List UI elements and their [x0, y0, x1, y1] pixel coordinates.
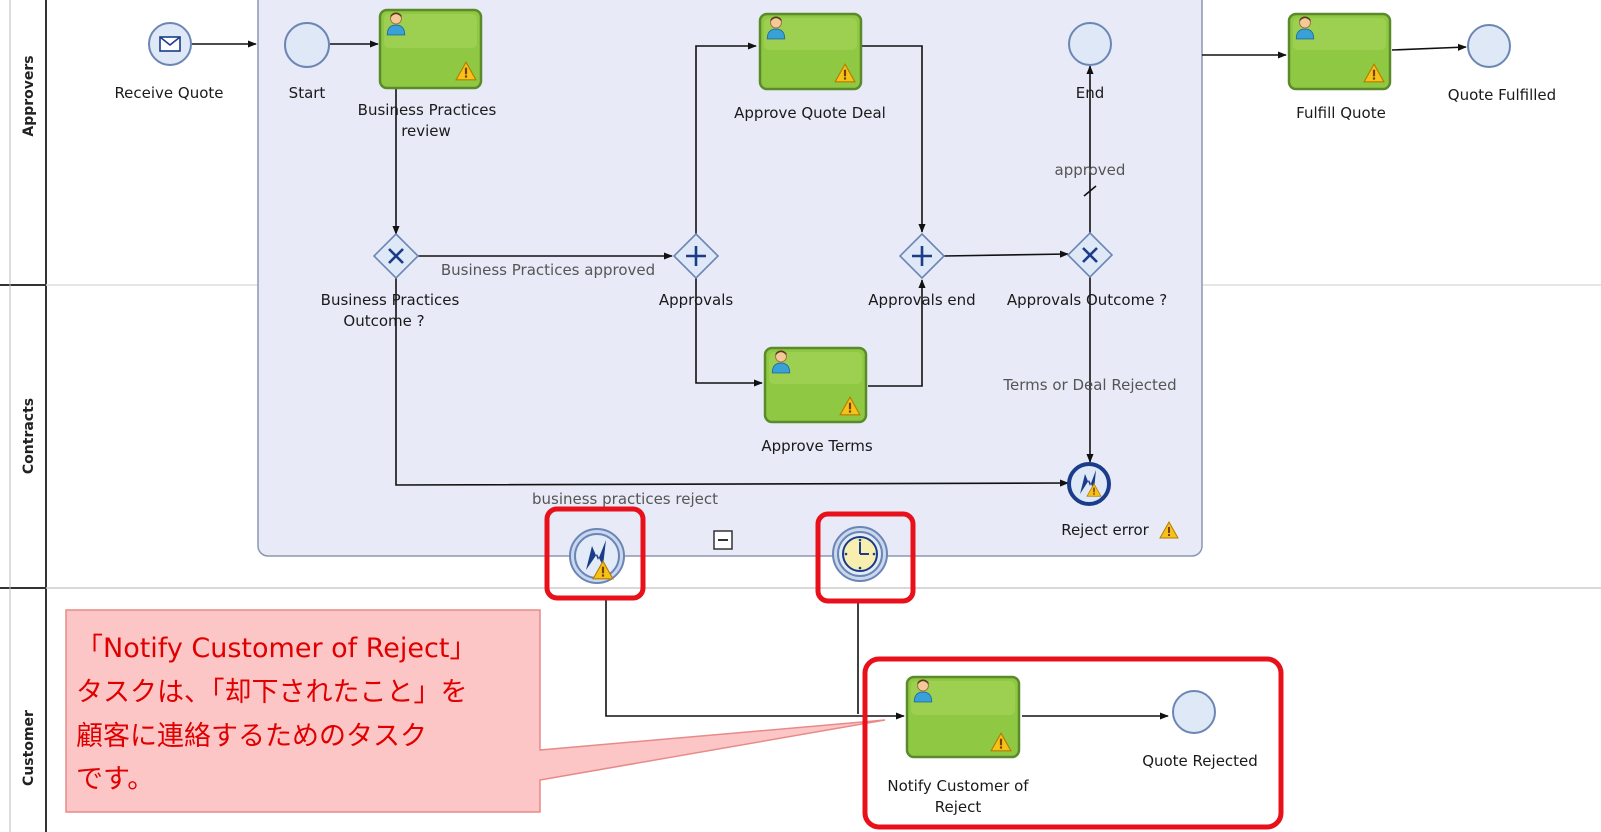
bp-review-label-line2: review [401, 122, 451, 140]
task-business-practices-review[interactable] [378, 8, 483, 90]
reject-error-event[interactable] [1067, 462, 1111, 506]
quote-rejected-label: Quote Rejected [1142, 752, 1258, 770]
timer-icon [842, 536, 878, 572]
approval-subprocess[interactable] [257, 0, 1203, 557]
approve-terms-label: Approve Terms [761, 437, 873, 455]
bp-outcome-gateway[interactable] [372, 232, 420, 280]
quote-fulfilled-label: Quote Fulfilled [1448, 86, 1556, 104]
boundary-error-event[interactable] [569, 528, 625, 584]
end-label: End [1076, 84, 1105, 102]
task-approve-terms[interactable] [763, 346, 868, 424]
quote-fulfilled-event[interactable] [1467, 24, 1511, 68]
approvals-end-label: Approvals end [868, 291, 975, 309]
flow-quote-deal-to-join [862, 45, 926, 233]
boundary-timer-event[interactable] [832, 526, 888, 582]
bp-outcome-label-line1: Business Practices [321, 291, 460, 309]
approvals-outcome-gateway[interactable] [1066, 231, 1114, 279]
highlight-box-timer-event [815, 511, 916, 604]
notify-customer-label-line1: Notify Customer of [887, 777, 1029, 795]
flow-label-terms-or-deal-rejected: Terms or Deal Rejected [1002, 376, 1176, 394]
highlight-box-error-event [544, 506, 646, 601]
bp-review-label-line1: Business Practices [358, 101, 497, 119]
reject-error-label: Reject error [1061, 521, 1149, 539]
flow-join-to-outcome [943, 250, 1069, 258]
highlight-box-notify-task [862, 656, 1284, 830]
collapse-icon[interactable] [713, 530, 733, 550]
end-event[interactable] [1068, 22, 1112, 66]
task-notify-customer-of-reject[interactable] [905, 675, 1021, 759]
flow-label-approved: approved [1055, 161, 1126, 179]
callout-line1: 「Notify Customer of Reject」 [76, 633, 476, 664]
bp-outcome-label-line2: Outcome ? [343, 312, 424, 330]
callout-annotation: 「Notify Customer of Reject」 タスクは、「却下されたこ… [65, 609, 886, 813]
approvals-end-gateway[interactable] [898, 232, 946, 280]
callout-line2: タスクは、「却下されたこと」を [76, 677, 468, 708]
quote-rejected-event[interactable] [1172, 690, 1216, 734]
error-event-icon [586, 540, 606, 570]
approve-quote-deal-label: Approve Quote Deal [734, 104, 886, 122]
callout-line4: です。 [76, 764, 154, 795]
flow-error-to-notify [605, 600, 905, 720]
receive-quote-event[interactable] [148, 22, 192, 66]
lane-label-contracts: Contracts [21, 398, 37, 474]
lane-label-customer: Customer [21, 710, 37, 786]
notify-customer-label-line2: Reject [935, 798, 982, 816]
flow-approvals-to-terms [695, 278, 763, 387]
sequence-flows [192, 40, 1467, 720]
error-event-icon [1080, 470, 1096, 494]
start-event[interactable] [284, 22, 330, 68]
fulfill-quote-label: Fulfill Quote [1296, 104, 1386, 122]
lane-label-approvers: Approvers [21, 55, 37, 136]
callout-line3: 顧客に連絡するためのタスク [76, 721, 427, 752]
start-label: Start [289, 84, 326, 102]
approvals-label: Approvals [659, 291, 734, 309]
flow-label-bp-approved: Business Practices approved [441, 261, 655, 279]
flow-label-bp-reject: business practices reject [532, 490, 718, 508]
flow-approvals-to-quote-deal [695, 42, 757, 234]
flow-terms-to-join [868, 279, 926, 387]
task-approve-quote-deal[interactable] [758, 12, 863, 91]
flow-bp-reject [395, 278, 1069, 487]
receive-quote-label: Receive Quote [114, 84, 223, 102]
message-icon [159, 36, 181, 52]
approvals-outcome-label: Approvals Outcome ? [1007, 291, 1167, 309]
approvals-gateway[interactable] [672, 232, 720, 280]
task-fulfill-quote[interactable] [1287, 12, 1392, 91]
flow-fulfill-to-fulfilled [1391, 43, 1467, 51]
